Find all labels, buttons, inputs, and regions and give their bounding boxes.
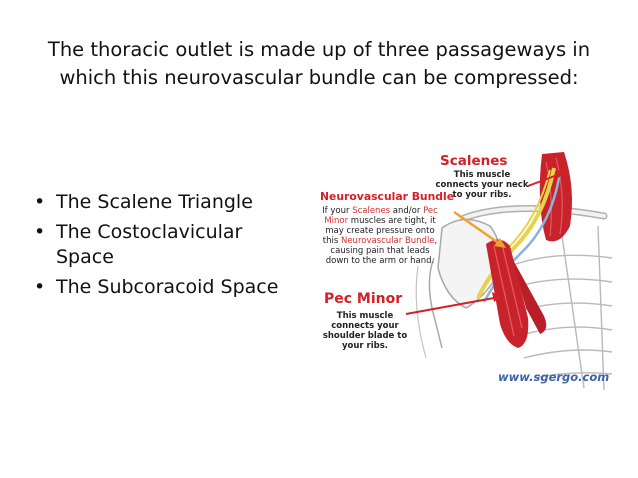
- scalenes-label: Scalenes: [440, 153, 508, 169]
- bullet-item: •The Costoclavicular Space: [34, 220, 243, 269]
- bullet-item: •The Subcoracoid Space: [30, 275, 300, 301]
- bullet-dot-icon: •: [34, 191, 46, 213]
- arrow-pec-minor-icon: [405, 292, 502, 315]
- bullet-list: •The Scalene Triangle •The Costoclavicul…: [30, 190, 300, 304]
- pec-minor-description: This muscle connects your shoulder blade…: [322, 311, 408, 351]
- bullet-item: •The Scalene Triangle: [30, 190, 300, 216]
- anatomy-figure: Scalenes This muscle connects your neck …: [314, 148, 620, 394]
- arrow-neurovascular-icon: [453, 210, 506, 248]
- pec-minor-label: Pec Minor: [324, 291, 403, 307]
- pec-minor-muscle-shape: [486, 239, 529, 348]
- slide-title: The thoracic outlet is made up of three …: [47, 38, 591, 89]
- anatomy-illustration: [405, 152, 613, 391]
- watermark-text: www.sgergo.com: [498, 370, 610, 384]
- neurovascular-label: Neurovascular Bundle: [320, 190, 455, 203]
- neurovascular-description: If your Scalenes and/or Pec Minor muscle…: [322, 206, 438, 266]
- bullet-dot-icon: •: [34, 275, 46, 298]
- nerve-bundle-shape: [476, 167, 556, 299]
- bullet-dot-icon: •: [34, 220, 46, 243]
- arrow-scalenes-icon: [527, 170, 566, 187]
- scalenes-description: This muscle connects your neck to your r…: [435, 170, 529, 200]
